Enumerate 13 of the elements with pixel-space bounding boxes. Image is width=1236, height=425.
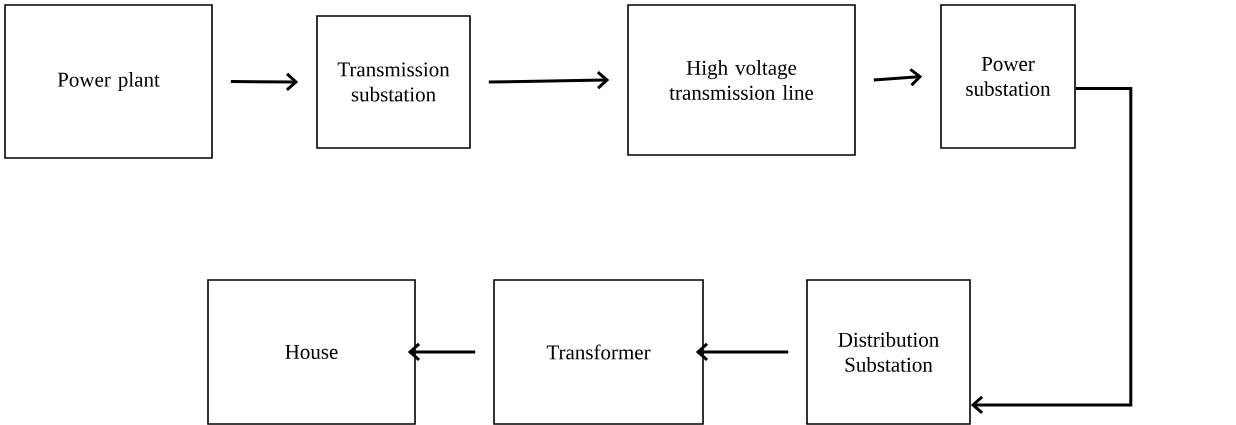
arrow [230, 72, 299, 92]
process-box: Distribution Substation [806, 279, 971, 425]
arrow [970, 87, 1133, 415]
arrow [488, 71, 610, 90]
process-box: House [207, 279, 416, 425]
process-box: Power plant [4, 4, 213, 159]
process-box: Transmission substation [316, 15, 471, 149]
process-box: Power substation [940, 4, 1076, 149]
process-box: High voltage transmission line [627, 4, 856, 156]
arrow [695, 342, 789, 362]
arrow [873, 68, 923, 87]
arrow [407, 342, 476, 362]
process-box: Transformer [493, 279, 704, 425]
